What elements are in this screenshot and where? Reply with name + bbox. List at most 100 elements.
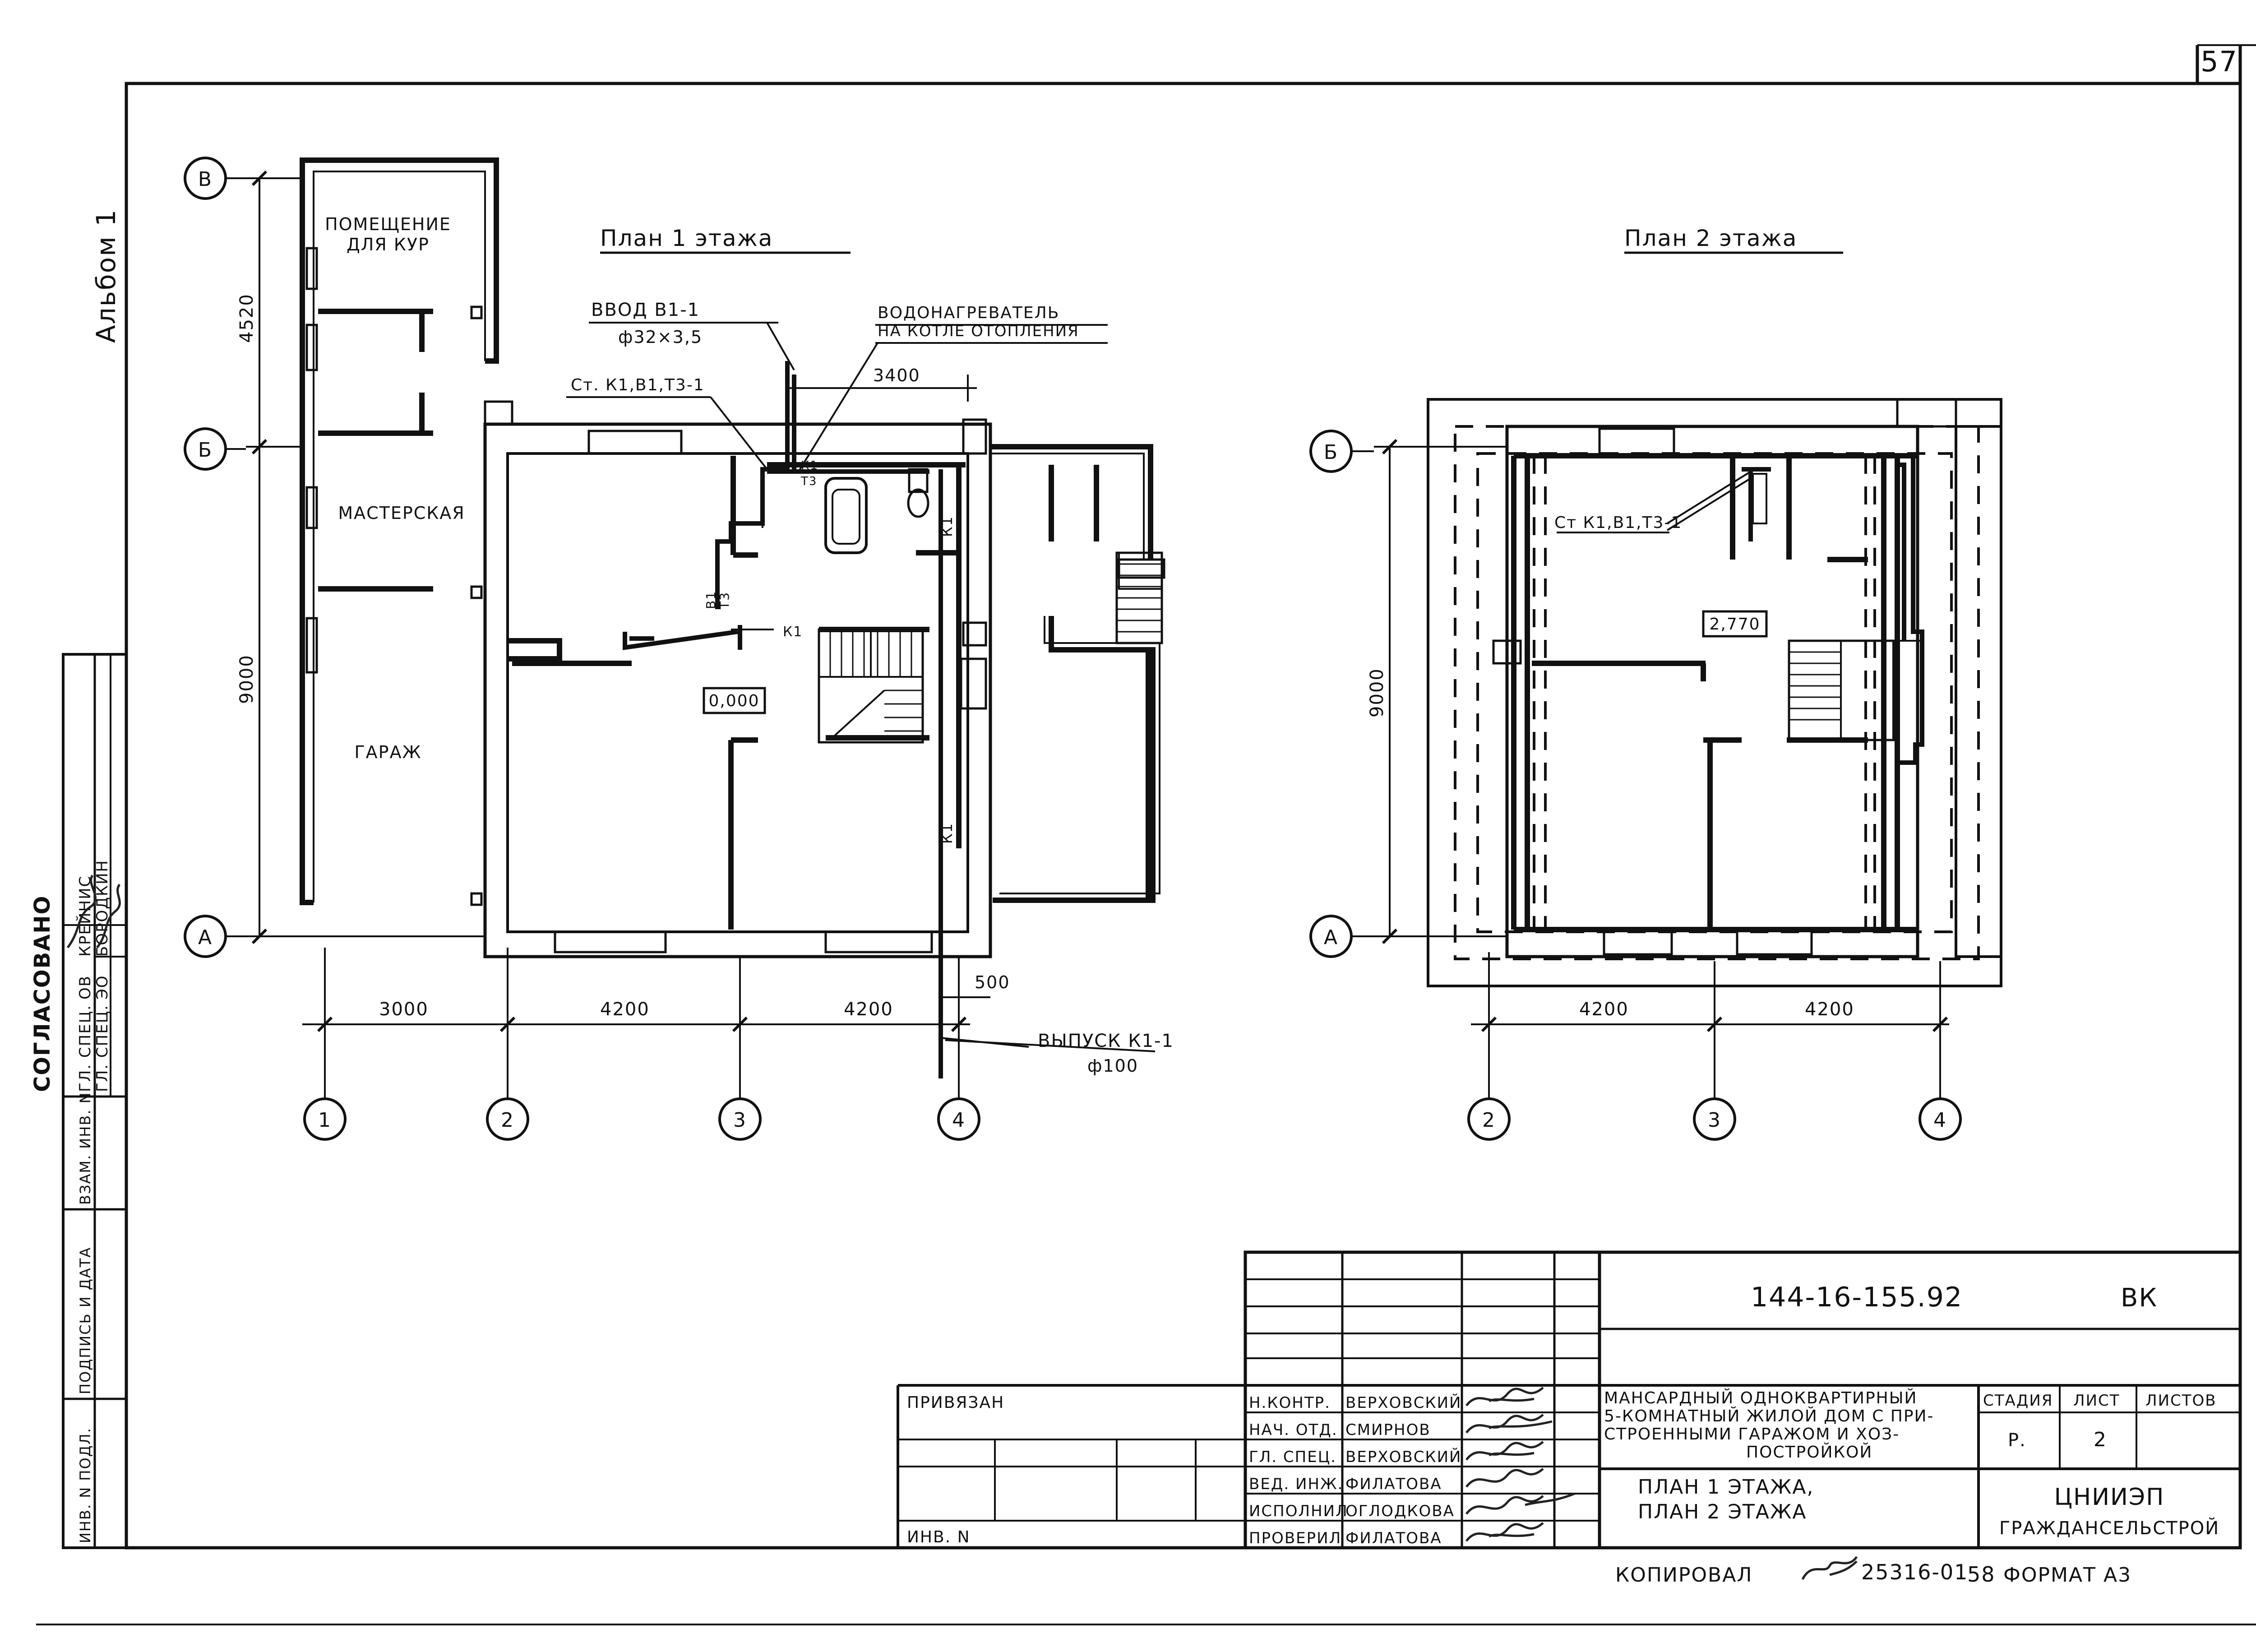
tb-inv: ИНВ. N	[907, 1528, 971, 1546]
approval-title: СОГЛАСОВАНО	[30, 895, 55, 1092]
plan1-dim-4520: 4520	[236, 293, 257, 343]
tb-project-2: 5-КОМНАТНЫЙ ЖИЛОЙ ДОМ С ПРИ-	[1604, 1407, 1934, 1425]
plan1-dim-4200a: 4200	[600, 999, 650, 1020]
plan2-axis-2: 2	[1482, 1109, 1496, 1132]
plan2-dim-9000: 9000	[1367, 668, 1387, 717]
approval-row2-section: ЭО	[93, 975, 111, 1000]
plan2-level: 2,770	[1709, 615, 1760, 634]
tb-name-2: СМИРНОВ	[1345, 1421, 1431, 1439]
format-label: ФОРМАТ А3	[2003, 1564, 2131, 1587]
plan1-inlet-pipe: ф32×3,5	[618, 327, 703, 347]
tb-role-4: ВЕД. ИНЖ.	[1249, 1475, 1343, 1493]
copy-code: 25316-01	[1861, 1560, 1968, 1584]
plan2-dim-4200a: 4200	[1579, 999, 1629, 1020]
plan1-k1-d: К1	[938, 823, 956, 844]
approval-label-podpis: ПОДПИСЬ И ДАТА	[77, 1247, 94, 1394]
tb-sheets-header: ЛИСТОВ	[2145, 1392, 2217, 1410]
approval-signature-2	[96, 884, 121, 949]
plan2-axis-b: Б	[1324, 441, 1338, 464]
approval-label-vzam: ВЗАМ. ИНВ. N	[77, 1092, 94, 1205]
tb-sheet-title-1: ПЛАН 1 ЭТАЖА,	[1638, 1476, 1814, 1499]
approval-row2-name: БОРОДКИН	[93, 860, 111, 957]
plan2-walls	[1427, 398, 2002, 987]
plan1-b1: В1	[703, 591, 718, 609]
plan1-outlet-pipe: ф100	[1087, 1056, 1138, 1076]
tb-sheet-header: ЛИСТ	[2073, 1392, 2120, 1410]
plan1-title: План 1 этажа	[600, 225, 773, 251]
plan1-axis-2: 2	[501, 1109, 514, 1132]
tb-sheet: 2	[2094, 1428, 2107, 1451]
approval-label-inv: ИНВ. N ПОДЛ.	[77, 1427, 94, 1543]
plan1-t3-b: Т3	[717, 592, 732, 610]
tb-code: 144-16-155.92	[1751, 1282, 1963, 1313]
copied-by-label: КОПИРОВАЛ	[1615, 1564, 1752, 1587]
approval-row1-role: ГЛ. СПЕЦ.	[76, 1004, 94, 1092]
plan2-dim-4200b: 4200	[1805, 999, 1854, 1020]
tb-bound: ПРИВЯЗАН	[907, 1393, 1004, 1412]
plan1-axis-v: В	[198, 168, 213, 191]
plan1-level: 0,000	[708, 692, 759, 710]
title-block-grid	[897, 1250, 2242, 1550]
plan2-dimensions	[1374, 439, 1949, 1099]
plan1-dim-500: 500	[975, 972, 1010, 992]
plan1-dim-3000: 3000	[379, 999, 429, 1020]
tb-role-2: НАЧ. ОТД.	[1249, 1421, 1338, 1439]
plan1-axis-b: Б	[198, 439, 213, 462]
plan1-riser: Ст. К1,В1,Т3-1	[571, 376, 705, 394]
approval-row1-name: КРЕЙНИС	[76, 875, 94, 957]
tb-role-3: ГЛ. СПЕЦ.	[1249, 1448, 1336, 1466]
tb-org-2: ГРАЖДАНСЕЛЬСТРОЙ	[1999, 1517, 2219, 1539]
tb-role-5: ИСПОЛНИЛ	[1249, 1502, 1348, 1520]
plan1-heater1: ВОДОНАГРЕВАТЕЛЬ	[878, 304, 1059, 322]
tb-signatures	[1465, 1387, 1575, 1542]
tb-project-1: МАНСАРДНЫЙ ОДНОКВАРТИРНЫЙ	[1604, 1388, 1917, 1407]
approval-row1-section: ОВ	[76, 975, 94, 1000]
plan1-room-coop1: ПОМЕЩЕНИЕ	[325, 214, 451, 234]
tb-stage-header: СТАДИЯ	[1983, 1392, 2053, 1410]
plan1-room-coop2: ДЛЯ КУР	[347, 235, 430, 255]
plan1-axis-a: А	[198, 926, 213, 949]
tb-project-3: СТРОЕННЫМИ ГАРАЖОМ И ХОЗ-	[1604, 1425, 1900, 1444]
plan2-pipes	[1557, 467, 1771, 541]
tb-name-1: ВЕРХОВСКИЙ	[1345, 1393, 1461, 1412]
plan2-axis-4: 4	[1933, 1109, 1947, 1132]
copy-num: 58	[1967, 1562, 1996, 1587]
plan1-dim-3400: 3400	[873, 366, 920, 385]
plan1-axis-4: 4	[952, 1109, 966, 1132]
tb-role-1: Н.КОНТР.	[1249, 1394, 1331, 1412]
plan1-outlet: ВЫПУСК К1-1	[1038, 1031, 1174, 1051]
tb-name-6: ФИЛАТОВА	[1345, 1529, 1442, 1547]
plan2-title: План 2 этажа	[1624, 225, 1797, 251]
approval-block	[62, 653, 128, 1549]
plan2-axis-a: А	[1324, 926, 1338, 949]
plan1-inlet: ВВОД В1-1	[591, 300, 700, 320]
tb-role-6: ПРОВЕРИЛ	[1249, 1529, 1341, 1547]
plan1-room-garage: ГАРАЖ	[354, 742, 421, 762]
plan1-dimensions	[246, 170, 1156, 1099]
plan1-house-walls	[483, 400, 992, 958]
plan1-dim-4200b: 4200	[844, 999, 893, 1020]
tb-name-4: ФИЛАТОВА	[1345, 1475, 1442, 1493]
tb-stage: Р.	[2008, 1430, 2026, 1451]
plan1-axis-1: 1	[318, 1109, 332, 1132]
plan1-k1-c: К1	[938, 516, 956, 537]
plan2-riser: Ст К1,В1,Т3-1	[1554, 514, 1682, 532]
plan1-outbuilding	[300, 157, 499, 906]
tb-sheet-title-2: ПЛАН 2 ЭТАЖА	[1638, 1500, 1807, 1523]
plan1-room-workshop: МАСТЕРСКАЯ	[338, 503, 465, 523]
plan1-pipes	[623, 361, 1029, 1078]
copied-signature	[1801, 1556, 1858, 1580]
page-number: 57	[2201, 45, 2238, 78]
tb-org-1: ЦНИИЭП	[2054, 1484, 2165, 1511]
plan1-dim-9000: 9000	[236, 654, 257, 704]
plan1-terrace	[990, 444, 1165, 903]
plan1-k1-a: К1	[801, 459, 818, 472]
tb-name-5: ОГЛОДКОВА	[1345, 1502, 1455, 1520]
approval-signature-1	[66, 875, 97, 949]
plan1-axis-3: 3	[733, 1109, 747, 1132]
plan1-t3-a: Т3	[800, 475, 817, 488]
tb-project-4: ПОСТРОЙКОЙ	[1746, 1443, 1872, 1462]
plan2-axis-3: 3	[1708, 1109, 1721, 1132]
tb-name-3: ВЕРХОВСКИЙ	[1345, 1448, 1461, 1466]
